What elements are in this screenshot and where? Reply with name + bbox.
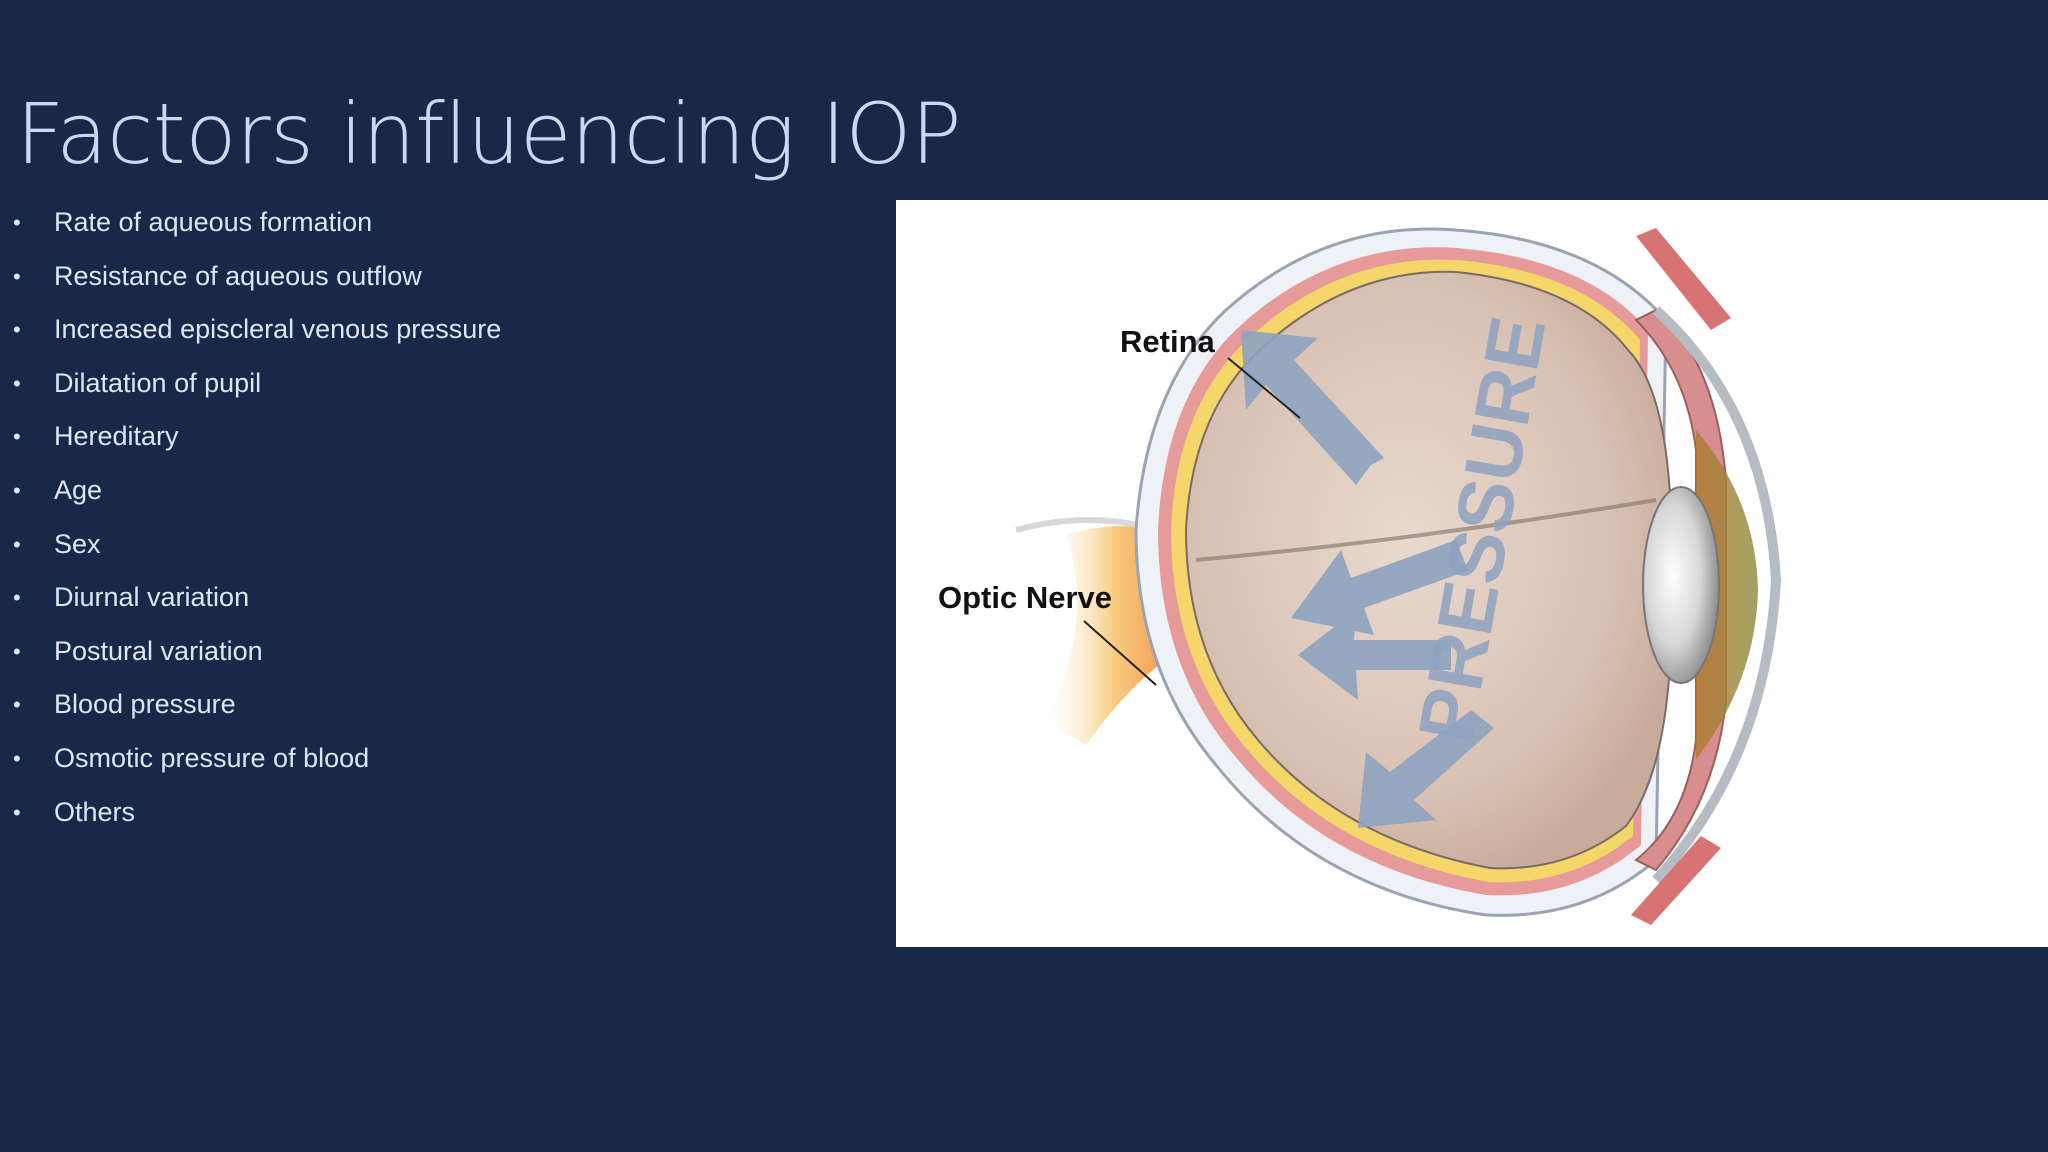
- bullet-item: • Osmotic pressure of blood: [0, 732, 501, 786]
- bullet-item: • Increased episcleral venous pressure: [0, 303, 501, 357]
- eye-illustration: PRESSURE: [1015, 227, 1782, 925]
- bullet-text: Increased episcleral venous pressure: [54, 314, 502, 345]
- retina-leader-line: [1227, 357, 1301, 419]
- bullet-marker: •: [13, 692, 21, 718]
- bullet-marker: •: [13, 317, 21, 343]
- bullet-item: • Age: [0, 464, 501, 518]
- bullet-text: Osmotic pressure of blood: [54, 742, 370, 773]
- bullet-marker: •: [13, 799, 21, 825]
- cornea-shape: [1652, 306, 1782, 884]
- bullet-marker: •: [13, 424, 21, 450]
- pressure-arrow: [1358, 710, 1494, 828]
- bullet-text: Postural variation: [54, 635, 263, 666]
- bullet-marker: •: [13, 210, 21, 235]
- bullet-marker: •: [13, 477, 21, 503]
- pressure-arrows: [1241, 330, 1494, 828]
- bullet-item: • Postural variation: [0, 625, 501, 679]
- bullet-marker: •: [13, 638, 21, 664]
- pressure-arrow: [1241, 330, 1384, 485]
- bullet-marker: •: [13, 531, 21, 557]
- bullet-text: Diurnal variation: [54, 582, 250, 613]
- bullet-item: • Blood pressure: [0, 678, 501, 732]
- bullet-marker: •: [13, 263, 21, 289]
- bullet-item: • Sex: [0, 518, 501, 572]
- lens-shape: [1642, 486, 1720, 684]
- pressure-arrow: [1298, 610, 1451, 700]
- optic-nerve-label: Optic Nerve: [938, 580, 1113, 615]
- bullet-text: Age: [54, 474, 103, 505]
- bullet-text: Resistance of aqueous outflow: [54, 260, 422, 291]
- bullet-item: • Rate of aqueous formation: [0, 196, 501, 250]
- bullet-item: • Diurnal variation: [0, 571, 501, 625]
- bullet-item: • Hereditary: [0, 410, 501, 464]
- bullet-text: Dilatation of pupil: [54, 367, 262, 398]
- bullet-item: • Others: [0, 786, 501, 840]
- bullet-text: Sex: [54, 528, 101, 559]
- bullet-text: Hereditary: [54, 421, 179, 452]
- bullet-marker: •: [13, 745, 21, 771]
- bullet-marker: •: [13, 370, 21, 396]
- bullet-item: • Dilatation of pupil: [0, 357, 501, 411]
- optic-nerve-leader-line: [1083, 620, 1157, 686]
- bullet-text: Rate of aqueous formation: [54, 207, 373, 237]
- slide-title: Factors influencing IOP: [16, 85, 962, 183]
- bullet-list: • Rate of aqueous formation • Resistance o…: [0, 196, 501, 839]
- bullet-text: Others: [54, 796, 136, 827]
- bullet-marker: •: [13, 585, 21, 611]
- retina-label: Retina: [1120, 324, 1215, 359]
- bullet-text: Blood pressure: [54, 689, 236, 720]
- pressure-arrow: [1291, 540, 1470, 635]
- bullet-item: • Resistance of aqueous outflow: [0, 250, 501, 304]
- eye-diagram-image: PRESSURE Retina Optic Nerve: [896, 200, 2048, 947]
